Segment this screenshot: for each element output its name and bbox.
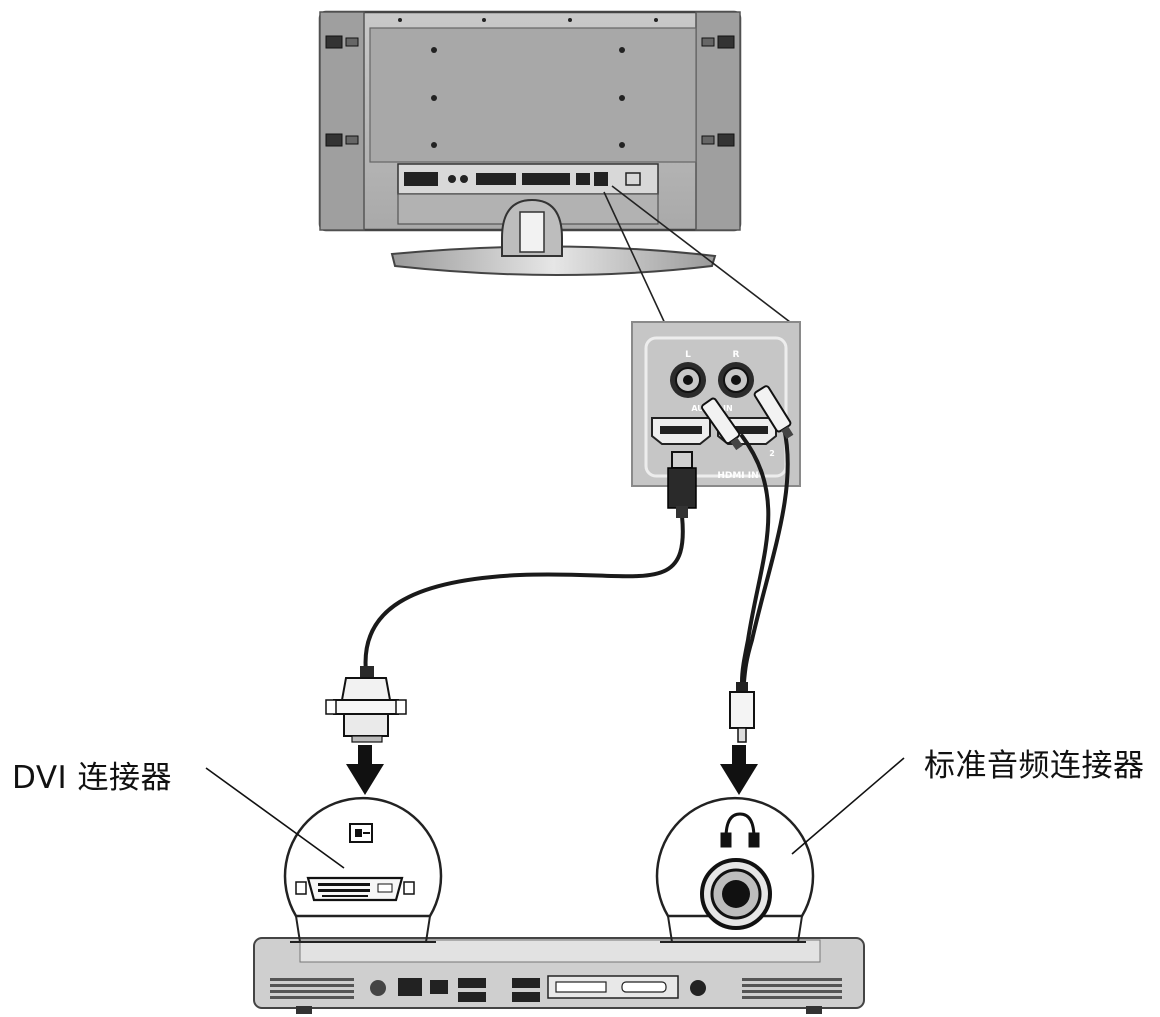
dvi-plug (325, 666, 407, 743)
audio-cable-left (740, 434, 771, 684)
dvi-port-zoom (283, 796, 443, 943)
audio-port-zoom (655, 796, 815, 943)
laptop-vent-left (270, 978, 354, 999)
label-leader-lines (205, 757, 905, 869)
monitor-ports (404, 172, 641, 186)
monitor-screws (398, 18, 658, 148)
audio-connector-label: 标准音频连接器 (924, 748, 1145, 784)
hdmi-port-1 (651, 417, 711, 445)
monitor-center-panel (369, 27, 697, 163)
laptop-vent-right (742, 978, 842, 999)
rca-plug-right (753, 385, 794, 439)
rca-plug-left (701, 397, 743, 451)
dvi-port (295, 876, 415, 902)
dvi-leader-line (205, 767, 345, 869)
panel-label-hdmi-2: 2 (769, 449, 775, 458)
audio-leader-line (791, 757, 905, 855)
monitor-hinge-clips (325, 35, 735, 147)
headphones-icon (720, 812, 760, 848)
audio-cable-right (742, 426, 790, 684)
hdmi-plug (667, 451, 697, 518)
audio-jack-port (700, 858, 772, 930)
arrows (346, 745, 758, 795)
panel-label-right: R (733, 350, 740, 360)
panel-label-hdmi-in: HDMI IN (717, 471, 758, 481)
hdmi-dvi-cable (363, 514, 685, 674)
monitor-back-view (318, 10, 742, 276)
panel-label-left: L (685, 350, 691, 360)
zoom-callout-lines (603, 185, 791, 331)
audio-plug (729, 682, 755, 743)
laptop-ports (370, 975, 706, 1002)
laptop-back-view (253, 937, 865, 1014)
display-port-icon (349, 823, 373, 843)
arrow-down-audio-icon (720, 745, 758, 795)
dvi-connector-label: DVI 连接器 (12, 760, 173, 796)
audio-jack-left (670, 362, 706, 398)
arrow-down-dvi-icon (346, 745, 384, 795)
monitor-stand-base (390, 245, 717, 276)
audio-jack-right (718, 362, 754, 398)
cables (363, 426, 790, 684)
